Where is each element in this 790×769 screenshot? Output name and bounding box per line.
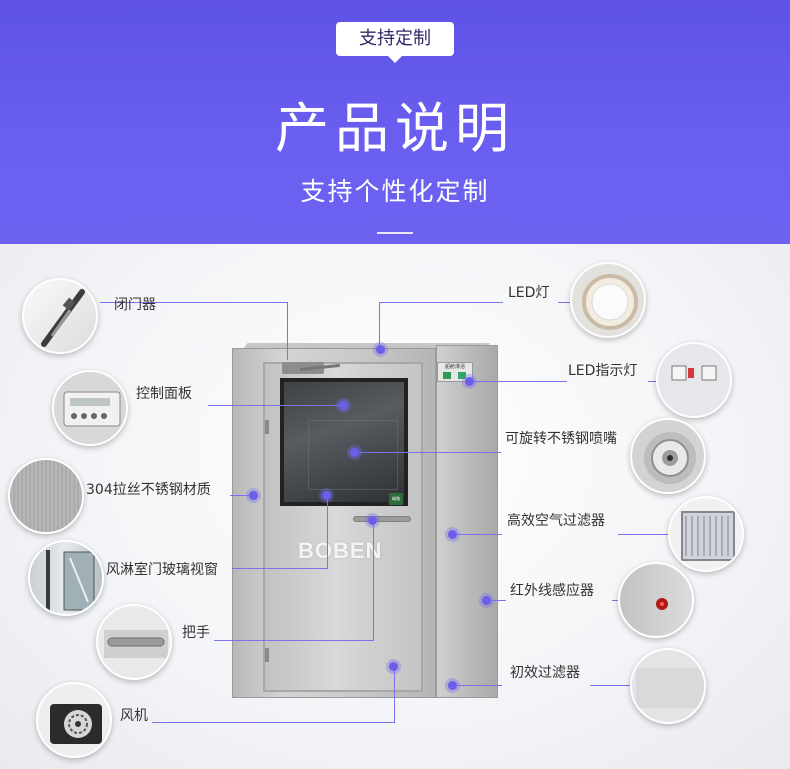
window-reflection xyxy=(308,420,398,490)
callout-dot xyxy=(448,681,457,690)
callout-dot xyxy=(368,516,377,525)
callout-dot xyxy=(448,530,457,539)
callout-line xyxy=(100,302,288,303)
label-fan: 风机 xyxy=(120,708,148,724)
handle-icon xyxy=(96,604,172,680)
fan-icon xyxy=(36,682,112,758)
callout-line xyxy=(612,600,620,601)
callout-line xyxy=(287,302,288,360)
label-led-indicator: LED指示灯 xyxy=(568,363,638,379)
callout-line xyxy=(355,452,501,453)
door-window xyxy=(280,378,408,506)
label-door-closer: 闭门器 xyxy=(114,297,156,313)
header-banner: 支持定制 产品说明 支持个性化定制 xyxy=(0,0,790,244)
callout-line xyxy=(452,685,502,686)
door-sign: 緑路 xyxy=(389,493,403,505)
door-hinge xyxy=(265,648,269,662)
door-hinge xyxy=(265,420,269,434)
label-led-light: LED灯 xyxy=(508,285,550,301)
hepa-filter-icon xyxy=(668,496,744,572)
label-pre-filter: 初效过滤器 xyxy=(510,665,580,681)
callout-line xyxy=(558,302,574,303)
callout-dot xyxy=(350,448,359,457)
glass-window-icon xyxy=(28,540,104,616)
label-infrared-sensor: 红外线感应器 xyxy=(510,583,594,599)
door-closer-icon xyxy=(22,278,98,354)
tag-pointer xyxy=(386,54,404,63)
callout-dot xyxy=(249,491,258,500)
callout-dot xyxy=(465,377,474,386)
infrared-sensor-icon xyxy=(618,562,694,638)
callout-dot xyxy=(376,345,385,354)
callout-line xyxy=(152,722,395,723)
brand-logo: BOBEN xyxy=(298,538,383,563)
green-indicator-icon xyxy=(443,372,451,379)
door-sign-text: 緑路 xyxy=(392,496,400,501)
callout-line xyxy=(208,405,344,406)
green-indicator-icon xyxy=(458,372,466,379)
callout-line xyxy=(214,640,374,641)
label-hepa-filter: 高效空气过滤器 xyxy=(507,513,605,529)
callout-dot xyxy=(322,491,331,500)
callout-line xyxy=(618,534,668,535)
callout-line xyxy=(327,496,328,568)
label-handle: 把手 xyxy=(182,625,210,641)
page-subtitle: 支持个性化定制 xyxy=(300,177,490,206)
title-divider xyxy=(377,232,413,234)
led-indicator-icon xyxy=(656,342,732,418)
customizable-tag: 支持定制 xyxy=(336,22,454,56)
control-panel-icon xyxy=(52,370,128,446)
label-steel-material: 304拉丝不锈钢材质 xyxy=(86,482,211,498)
label-control-panel: 控制面板 xyxy=(136,386,192,402)
led-light-icon xyxy=(570,262,646,338)
nozzle-icon xyxy=(630,418,706,494)
callout-line xyxy=(379,302,503,303)
label-glass-window: 风淋室门玻璃视窗 xyxy=(106,562,218,578)
callout-dot xyxy=(339,401,348,410)
page-title: 产品说明 xyxy=(275,97,515,160)
callout-line xyxy=(379,302,380,348)
callout-line xyxy=(590,685,632,686)
callout-dot xyxy=(389,662,398,671)
callout-line xyxy=(394,666,395,722)
callout-line xyxy=(373,521,374,640)
callout-line xyxy=(452,534,502,535)
callout-dot xyxy=(482,596,491,605)
callout-line xyxy=(230,495,254,496)
brushed-steel-icon xyxy=(8,458,84,534)
callout-line xyxy=(648,381,658,382)
cabinet-door-handle xyxy=(353,516,411,522)
callout-line xyxy=(472,381,567,382)
pre-filter-icon xyxy=(630,648,706,724)
callout-line xyxy=(486,600,506,601)
label-nozzle: 可旋转不锈钢喷嘴 xyxy=(505,431,617,447)
cabinet-side xyxy=(436,345,498,698)
callout-line xyxy=(232,568,328,569)
